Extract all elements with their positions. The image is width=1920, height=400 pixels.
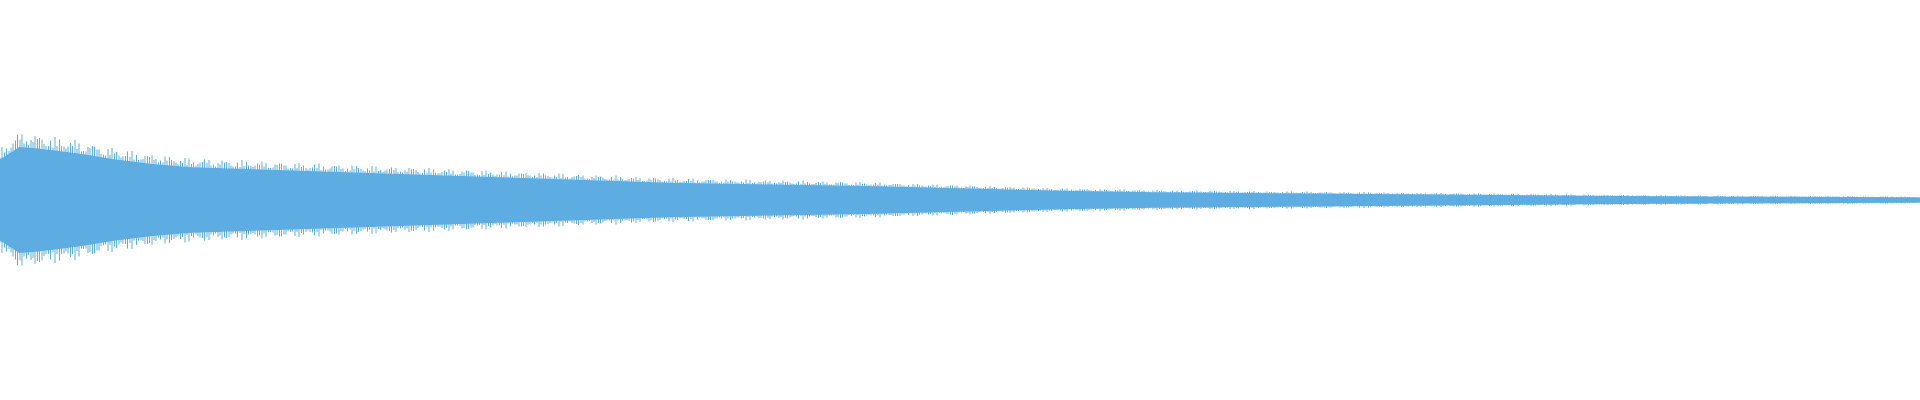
waveform-envelope xyxy=(0,146,1920,254)
waveform-bars xyxy=(0,134,1919,266)
